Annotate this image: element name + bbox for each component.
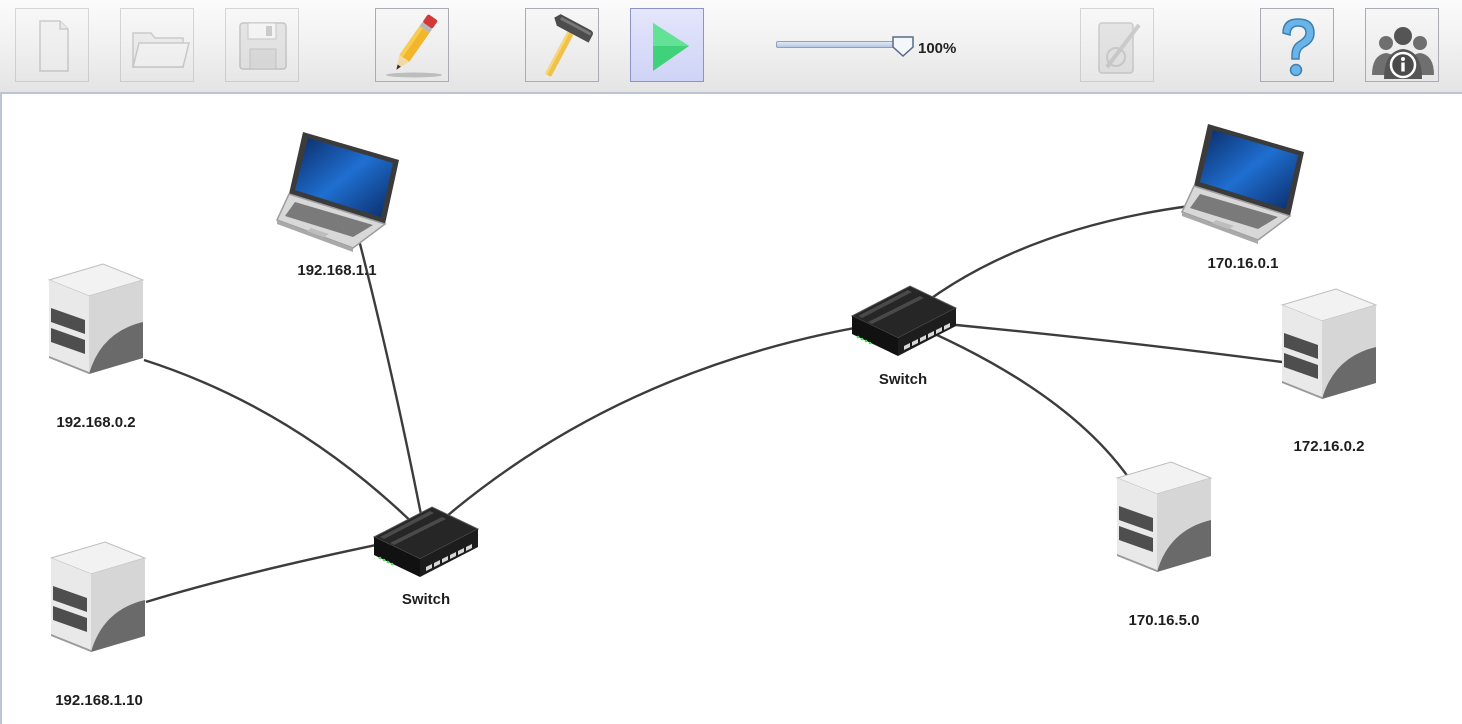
node-laptop1-laptop-icon[interactable] [275,128,401,257]
node-switch1-switch-icon[interactable] [372,503,480,586]
edit-button[interactable] [375,8,449,82]
open-folder-button[interactable] [120,8,194,82]
node-server1-label: 192.168.0.2 [56,414,136,431]
tools-button[interactable] [1080,8,1154,82]
open-folder-icon [132,32,190,68]
node-laptop2-label: 170.16.0.1 [1207,255,1279,272]
node-laptop1-label: 192.168.1.1 [297,262,377,279]
node-switch2-label: Switch [878,371,928,388]
zoom-track[interactable] [776,41,904,48]
main-toolbar: 100% [0,0,1462,94]
new-document-button[interactable] [15,8,89,82]
users-info-icon [1372,27,1434,79]
play-icon [653,23,689,71]
node-laptop2-laptop-icon[interactable] [1180,120,1306,249]
node-server3-label: 172.16.0.2 [1293,438,1365,455]
node-server2-label: 192.168.1.10 [55,692,143,709]
new-document-icon [39,20,69,72]
node-server3-server-icon[interactable] [1278,287,1378,404]
zoom-slider[interactable] [776,36,916,60]
node-server4-label: 170.16.5.0 [1128,612,1200,629]
help-question-icon [1282,18,1315,77]
build-button[interactable] [525,8,599,82]
save-disk-icon [239,22,287,70]
node-switch1-label: Switch [401,591,451,608]
node-server2-server-icon[interactable] [47,540,147,657]
zoom-thumb[interactable] [891,36,915,58]
zoom-level-label: 100% [918,40,957,57]
node-switch2-switch-icon[interactable] [850,282,958,365]
hammer-icon [544,14,593,77]
run-button[interactable] [630,8,704,82]
save-button[interactable] [225,8,299,82]
pencil-icon [386,14,442,78]
node-server4-server-icon[interactable] [1113,460,1213,577]
node-server1-server-icon[interactable] [45,262,145,379]
about-button[interactable] [1365,8,1439,82]
help-button[interactable] [1260,8,1334,82]
tools-icon [1098,22,1141,74]
